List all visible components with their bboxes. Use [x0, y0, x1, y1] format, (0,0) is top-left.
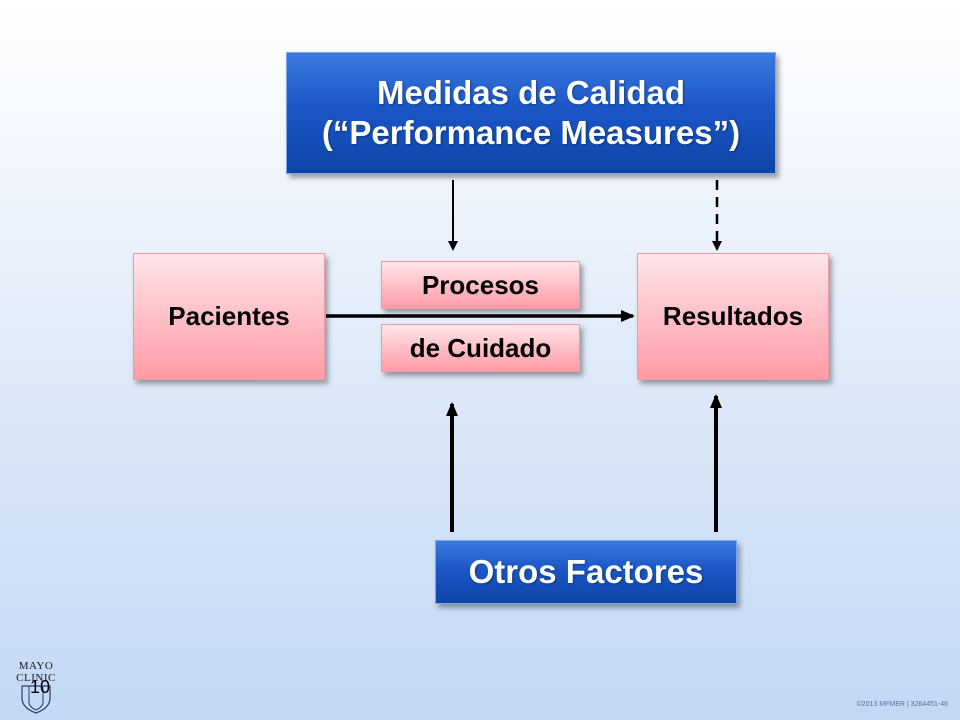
resultados-label: Resultados [662, 301, 804, 331]
procesos-label: Procesos [421, 269, 540, 300]
mayo-clinic-logo: MAYO CLINIC [10, 658, 62, 714]
de-cuidado-box: de Cuidado [381, 324, 580, 372]
procesos-box: Procesos [381, 261, 580, 309]
medidas-title-line1: Medidas de Calidad [376, 74, 686, 111]
logo-text-mayo: MAYO [18, 660, 54, 672]
medidas-de-calidad-box: Medidas de Calidad (“Performance Measure… [286, 52, 776, 174]
pacientes-label: Pacientes [168, 301, 290, 331]
logo-text-clinic: CLINIC [16, 672, 56, 684]
resultados-box: Resultados [637, 253, 829, 380]
shield-icon [21, 685, 51, 714]
copyright-text: ©2013 MFMER | 3264451-46 [856, 701, 948, 708]
slide-number: 10 [30, 677, 51, 697]
otros-factores-label: Otros Factores [468, 553, 704, 590]
pacientes-box: Pacientes [133, 253, 325, 380]
otros-factores-box: Otros Factores [435, 540, 737, 604]
de-cuidado-label: de Cuidado [409, 332, 552, 363]
medidas-title-line2: (“Performance Measures”) [321, 114, 741, 151]
